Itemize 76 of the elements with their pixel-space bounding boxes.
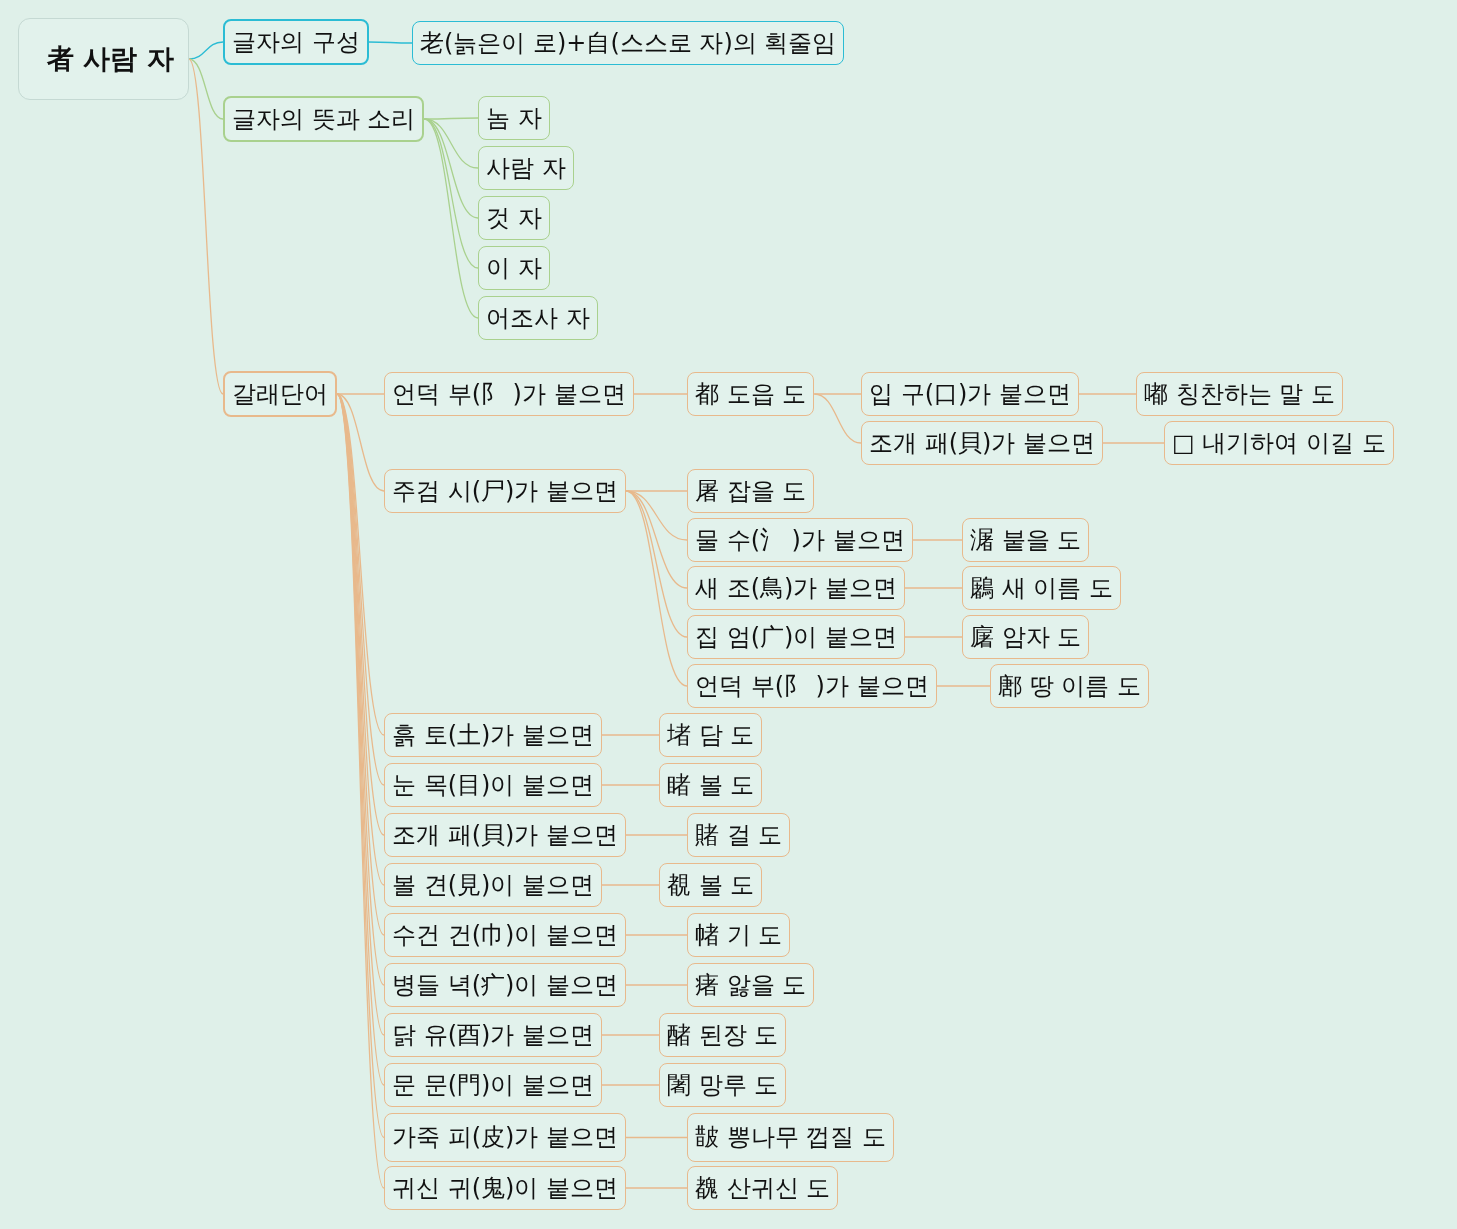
topic-box: 주검 시(尸)가 붙으면 [384,469,626,513]
connector-line [625,934,688,936]
topic-box: 사람 자 [478,146,574,190]
connector-line [188,58,224,395]
root-topic: 者 사람 자 [18,18,189,100]
branch-topic: 갈래단어 [223,371,337,417]
branch-topic: 글자의 뜻과 소리 [223,96,425,142]
connector-line [625,984,688,986]
topic-box: 睹 볼 도 [659,763,763,807]
topic-box: 입 구(口)가 붙으면 [861,372,1079,416]
connector-line [1102,442,1165,444]
connector-line [601,1084,660,1086]
topic-box: 볼 견(見)이 붙으면 [384,863,602,907]
topic-box: 새 조(鳥)가 붙으면 [687,566,905,610]
connector-line [601,734,660,736]
topic-box: 覩 볼 도 [659,863,763,907]
connector-line [1078,393,1137,395]
connector-line [625,490,688,492]
topic-box: 鄌 땅 이름 도 [990,664,1149,708]
connector-line [336,393,385,395]
topic-box: 조개 패(貝)가 붙으면 [384,813,626,857]
connector-line [625,1136,688,1139]
topic-box: 집 엄(广)이 붙으면 [687,615,905,659]
topic-box: 귀신 귀(鬼)이 붙으면 [384,1166,626,1210]
topic-box: 병들 녁(疒)이 붙으면 [384,963,626,1007]
topic-box: 屠 잡을 도 [687,469,815,513]
topic-box: 물 수(氵 )가 붙으면 [687,518,913,562]
connector-line [813,393,862,444]
topic-box: 수건 건(巾)이 붙으면 [384,913,626,957]
connector-line [601,884,660,886]
topic-box: 것 자 [478,196,550,240]
connector-line [368,41,413,44]
topic-box: 都 도읍 도 [687,372,815,416]
topic-box: 놈 자 [478,96,550,140]
connector-line [904,587,963,589]
connector-line [813,393,862,395]
topic-box: 瘏 앓을 도 [687,963,815,1007]
connector-line [904,636,963,638]
topic-box: 老(늙은이 로)+自(스스로 자)의 획줄임 [412,21,845,65]
topic-box: 鷵 새 이름 도 [962,566,1121,610]
topic-box: 帾 기 도 [687,913,791,957]
topic-box: 언덕 부(阝 )가 붙으면 [384,372,634,416]
topic-box: 문 문(門)이 붙으면 [384,1063,602,1107]
topic-box: 嘟 칭찬하는 말 도 [1136,372,1343,416]
topic-box: 廜 암자 도 [962,615,1090,659]
connector-line [625,1187,688,1189]
topic-box: 賭 걸 도 [687,813,791,857]
connector-line [625,490,688,687]
connector-line [188,58,224,120]
topic-box: 皵 뽕나무 껍질 도 [687,1113,894,1162]
connector-line [625,834,688,836]
connector-line [423,117,479,120]
topic-box: 닭 유(酉)가 붙으면 [384,1013,602,1057]
connector-line [601,784,660,786]
connector-line [936,685,991,687]
topic-box: 堵 담 도 [659,713,763,757]
topic-box: 눈 목(目)이 붙으면 [384,763,602,807]
topic-box: 언덕 부(阝 )가 붙으면 [687,664,937,708]
topic-box: 이 자 [478,246,550,290]
topic-box: 가죽 피(皮)가 붙으면 [384,1113,626,1162]
topic-box: □ 내기하여 이길 도 [1164,421,1394,465]
topic-box: 어조사 자 [478,296,598,340]
connector-line [912,539,963,541]
topic-box: 闍 망루 도 [659,1063,787,1107]
connector-line [625,490,688,589]
connector-line [336,393,385,492]
topic-box: 조개 패(貝)가 붙으면 [861,421,1103,465]
topic-box: 흙 토(土)가 붙으면 [384,713,602,757]
topic-box: 䰩 산귀신 도 [687,1166,839,1210]
topic-box: 醏 된장 도 [659,1013,787,1057]
branch-topic: 글자의 구성 [223,19,369,65]
connector-line [601,1034,660,1036]
connector-line [633,393,688,395]
connector-line [188,41,224,60]
topic-box: 潳 붙을 도 [962,518,1090,562]
connector-line [423,118,479,319]
